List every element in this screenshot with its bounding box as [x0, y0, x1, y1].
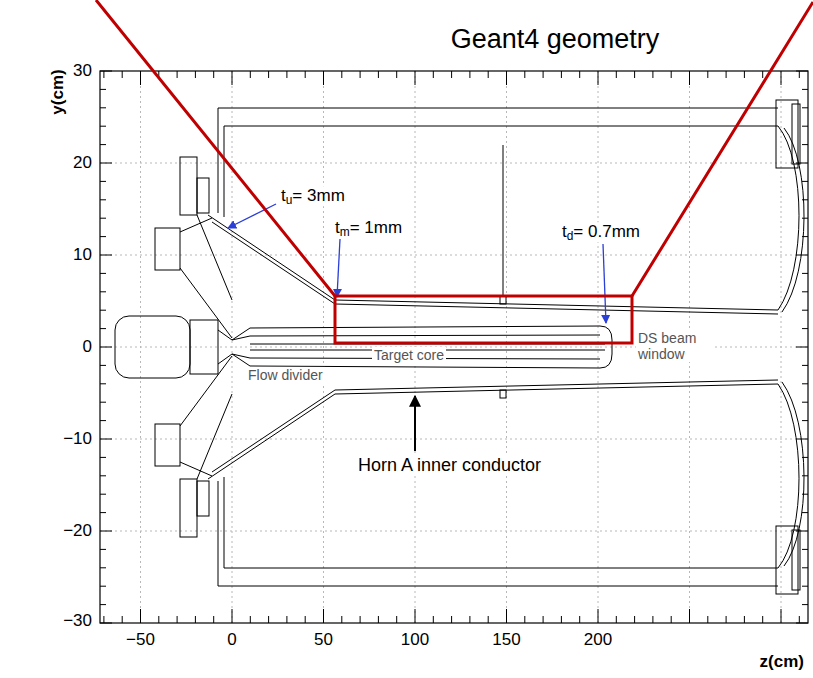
- tick-label: −10: [63, 429, 92, 449]
- part-label: Horn A inner conductor: [356, 455, 543, 476]
- zoom-box: [96, 0, 813, 343]
- subscript: u: [286, 193, 293, 207]
- thickness-label: tm= 1mm: [333, 218, 404, 238]
- grid-lines: [100, 71, 808, 623]
- axis-title: y(cm): [48, 69, 68, 114]
- tick-label: 20: [73, 153, 92, 173]
- tick-label: −20: [63, 521, 92, 541]
- part-label: Flow divider: [246, 367, 325, 383]
- tick-label: 200: [584, 630, 612, 650]
- axis-title: z(cm): [760, 652, 804, 672]
- tick-label: 0: [227, 630, 236, 650]
- tick-label: 150: [492, 630, 520, 650]
- plot-frame: [100, 71, 808, 623]
- thickness-label: td= 0.7mm: [560, 222, 642, 242]
- subscript: m: [340, 225, 350, 239]
- tick-label: 50: [314, 630, 333, 650]
- axis-ticks: [100, 71, 808, 623]
- tick-label: −30: [63, 611, 92, 631]
- subscript: d: [567, 229, 574, 243]
- tick-label: 30: [73, 61, 92, 81]
- part-label: DS beam window: [636, 330, 714, 362]
- tick-label: 10: [73, 245, 92, 265]
- thickness-label: tu= 3mm: [279, 186, 347, 206]
- leader-lines: [228, 204, 606, 451]
- horn-geometry: [115, 100, 804, 594]
- part-label: Target core: [372, 347, 446, 363]
- tick-label: −50: [126, 630, 155, 650]
- plot-title: Geant4 geometry: [451, 24, 660, 55]
- tick-label: 100: [401, 630, 429, 650]
- tick-label: 0: [83, 337, 92, 357]
